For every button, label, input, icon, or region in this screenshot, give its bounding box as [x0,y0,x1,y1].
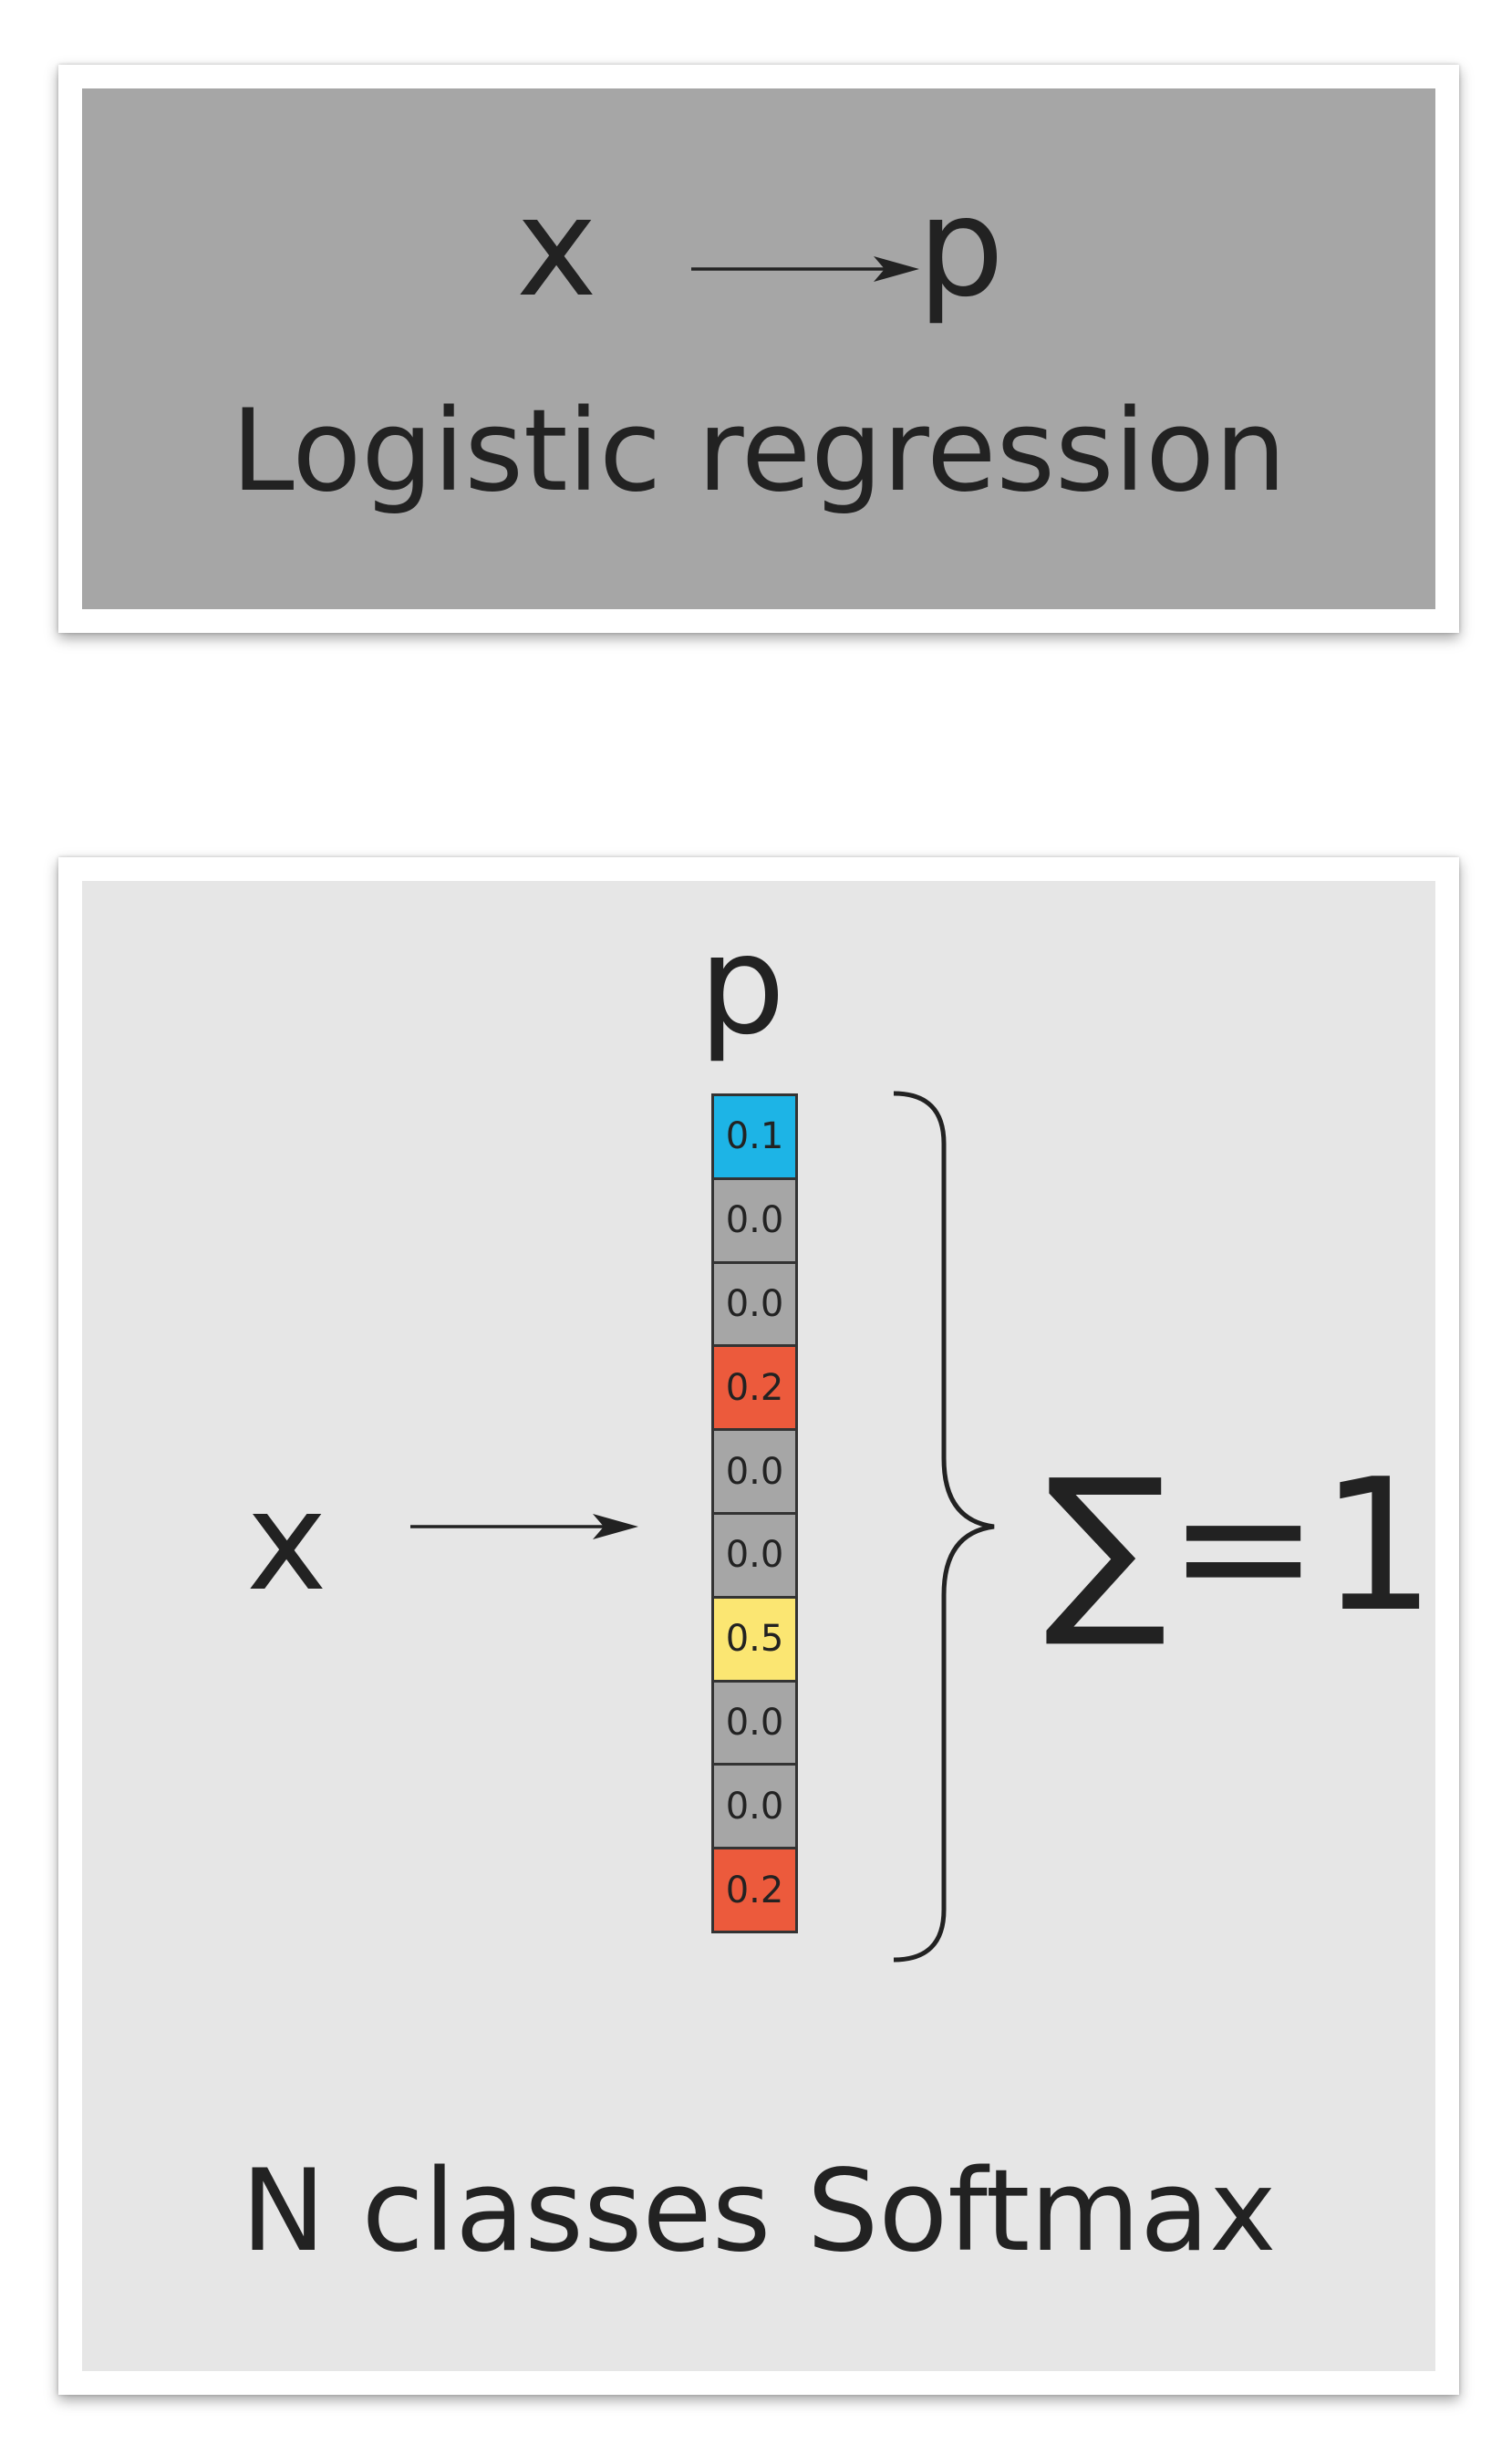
logistic-regression-panel-body: x p Logistic regression [82,88,1435,609]
input-x-label: x [516,169,597,327]
probability-cell: 0.0 [711,1260,798,1348]
probability-cell: 0.2 [711,1344,798,1432]
probability-cell: 0.2 [711,1847,798,1933]
panel-title: N classes Softmax [241,2146,1277,2277]
probability-cell: 0.5 [711,1595,798,1683]
curly-brace-icon [893,1091,995,1963]
probability-cell: 0.0 [711,1511,798,1599]
softmax-panel: p 0.1 0.0 0.0 0.2 0.0 0.0 0.5 0.0 0.0 0.… [58,857,1459,2395]
probability-cell: 0.1 [711,1093,798,1180]
probability-cell: 0.0 [711,1763,798,1850]
panel-title: Logistic regression [231,386,1287,517]
arrow-right-icon [410,1514,638,1539]
output-p-label: p [699,906,786,1065]
arrow-right-icon [691,256,919,282]
probability-cell: 0.0 [711,1679,798,1766]
probability-cell: 0.0 [711,1428,798,1515]
probability-cell: 0.0 [711,1176,798,1264]
probability-vector: 0.1 0.0 0.0 0.2 0.0 0.0 0.5 0.0 0.0 0.2 [711,1093,798,1933]
input-x-label: x [246,1463,327,1621]
logistic-regression-panel: x p Logistic regression [58,65,1459,633]
softmax-panel-body: p 0.1 0.0 0.0 0.2 0.0 0.0 0.5 0.0 0.0 0.… [82,881,1436,2371]
sum-equals-one-label: ∑=1 [1044,1440,1436,1652]
output-p-label: p [917,169,1005,327]
